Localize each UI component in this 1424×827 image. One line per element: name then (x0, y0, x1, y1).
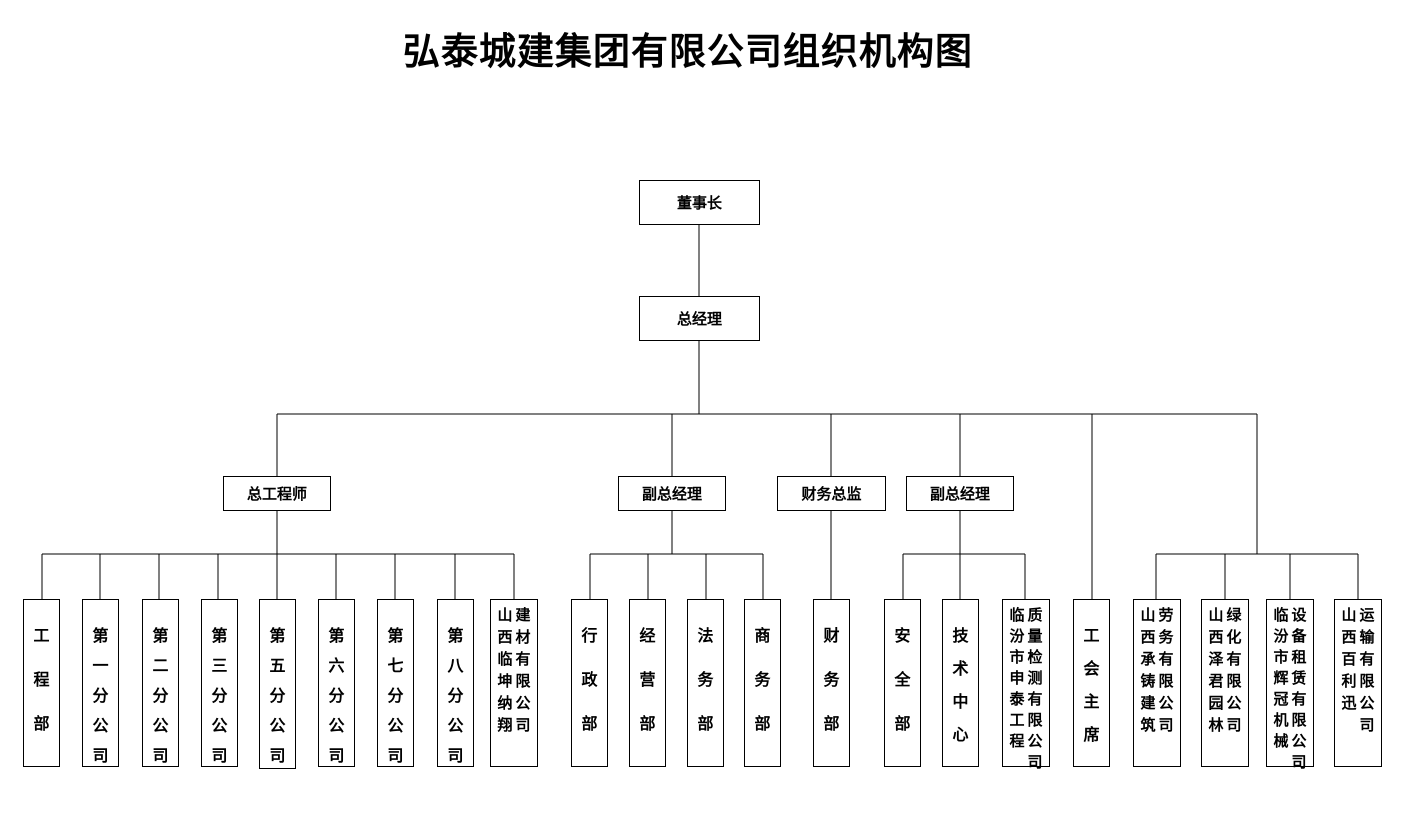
dept-equipment-leasing: 设备租赁有限公司 临汾市辉冠机械 (1266, 599, 1314, 771)
dept-branch-7-text: 第七分公司 (387, 626, 404, 765)
dept-quality-testing: 质量检测有限公司 临汾市申泰工程 (1002, 599, 1050, 771)
general-manager-box: 总经理 (639, 296, 760, 341)
dept-greening-text-1: 绿化有限公司 (1226, 606, 1242, 734)
deputy-gm-1-box: 副总经理 (618, 476, 726, 511)
dept-branch-3: 第三分公司 (201, 599, 238, 767)
dept-transport-text-1: 运输有限公司 (1359, 606, 1375, 734)
dept-equipment-leasing-text-2: 临汾市辉冠机械 (1273, 606, 1289, 750)
dept-building-materials: 建材有限公司 山西临坤纳翔 (490, 599, 538, 767)
deputy-gm-2-box: 副总经理 (906, 476, 1014, 511)
dept-engineering-text: 工程部 (33, 626, 50, 733)
finance-director-box: 财务总监 (777, 476, 886, 511)
dept-administration: 行政部 (571, 599, 608, 767)
dept-tech-center-text: 技术中心 (952, 626, 969, 744)
dept-branch-1-text: 第一分公司 (92, 626, 109, 765)
dept-branch-8: 第八分公司 (437, 599, 474, 767)
dept-branch-2-text: 第二分公司 (152, 626, 169, 765)
dept-labor-service: 劳务有限公司 山西承铸建筑 (1133, 599, 1181, 767)
dept-building-materials-text-1: 建材有限公司 (515, 606, 531, 734)
dept-branch-1: 第一分公司 (82, 599, 119, 767)
dept-branch-8-text: 第八分公司 (447, 626, 464, 765)
dept-branch-7: 第七分公司 (377, 599, 414, 767)
dept-administration-text: 行政部 (581, 626, 598, 733)
dept-quality-testing-text-1: 质量检测有限公司 (1027, 606, 1043, 771)
dept-branch-2: 第二分公司 (142, 599, 179, 767)
dept-branch-3-text: 第三分公司 (211, 626, 228, 765)
dept-transport: 运输有限公司 山西百利迅 (1334, 599, 1382, 767)
dept-commerce-text: 商务部 (754, 626, 771, 733)
dept-safety: 安全部 (884, 599, 921, 767)
dept-branch-6: 第六分公司 (318, 599, 355, 767)
dept-building-materials-text-2: 山西临坤纳翔 (497, 606, 513, 734)
chart-title: 弘泰城建集团有限公司组织机构图 (403, 30, 973, 73)
dept-labor-service-text-2: 山西承铸建筑 (1140, 606, 1156, 734)
dept-finance-text: 财务部 (823, 626, 840, 733)
dept-union-chair: 工会主席 (1073, 599, 1110, 767)
dept-labor-service-text-1: 劳务有限公司 (1158, 606, 1174, 734)
dept-engineering: 工程部 (23, 599, 60, 767)
dept-operations: 经营部 (629, 599, 666, 767)
dept-legal: 法务部 (687, 599, 724, 767)
dept-branch-5-text: 第五分公司 (269, 626, 286, 765)
chief-engineer-box: 总工程师 (223, 476, 331, 511)
dept-greening: 绿化有限公司 山西泽君园林 (1201, 599, 1249, 767)
dept-quality-testing-text-2: 临汾市申泰工程 (1009, 606, 1025, 750)
dept-transport-text-2: 山西百利迅 (1341, 606, 1357, 712)
dept-union-chair-text: 工会主席 (1083, 626, 1100, 744)
dept-operations-text: 经营部 (639, 626, 656, 733)
dept-branch-5: 第五分公司 (259, 599, 296, 769)
dept-tech-center: 技术中心 (942, 599, 979, 767)
dept-equipment-leasing-text-1: 设备租赁有限公司 (1291, 606, 1307, 771)
dept-finance: 财务部 (813, 599, 850, 767)
dept-safety-text: 安全部 (894, 626, 911, 733)
chairman-box: 董事长 (639, 180, 760, 225)
dept-branch-6-text: 第六分公司 (328, 626, 345, 765)
dept-legal-text: 法务部 (697, 626, 714, 733)
dept-greening-text-2: 山西泽君园林 (1208, 606, 1224, 734)
dept-commerce: 商务部 (744, 599, 781, 767)
